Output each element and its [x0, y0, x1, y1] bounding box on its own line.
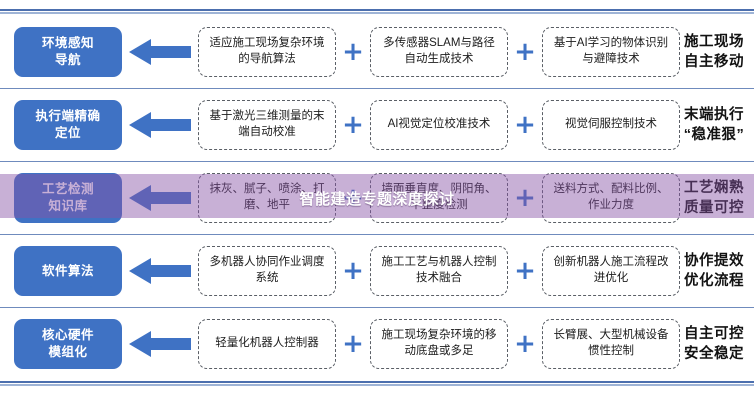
capability-label-line2: 导航 — [54, 53, 81, 67]
plus-icon: + — [342, 37, 364, 67]
plus-icon: + — [514, 183, 536, 213]
capability-label-line2: 知识库 — [48, 199, 88, 213]
capability-label-line2: 定位 — [54, 126, 81, 140]
outcome-line1: 施工现场 — [684, 34, 744, 50]
outcome-line1: 协作提效 — [684, 253, 744, 269]
plus-icon: + — [514, 329, 536, 359]
plus-icon: + — [342, 110, 364, 140]
outcome-line2: 安全稳定 — [684, 346, 744, 362]
technology-box[interactable]: 施工工艺与机器人控制技术融合 — [370, 246, 508, 296]
technology-box[interactable]: 送料方式、配料比例、作业力度 — [542, 173, 680, 223]
outcome-label: 协作提效 优化流程 — [680, 251, 748, 291]
matrix-row: 软件算法 多机器人协同作业调度系统 + 施工工艺与机器人控制技术融合 + 创新机… — [0, 235, 754, 307]
plus-icon: + — [514, 256, 536, 286]
capability-label-line1: 工艺检测 — [41, 182, 94, 197]
plus-icon: + — [514, 37, 536, 67]
technology-box[interactable]: 基于激光三维测量的末端自动校准 — [198, 100, 336, 150]
outcome-line1: 工艺娴熟 — [684, 180, 744, 196]
outcome-label: 末端执行 “稳准狠” — [680, 105, 748, 145]
outcome-line1: 末端执行 — [684, 107, 744, 123]
capability-capsule[interactable]: 环境感知 导航 — [14, 27, 122, 77]
matrix-row: 环境感知 导航 适应施工现场复杂环境的导航算法 + 多传感器SLAM与路径自动生… — [0, 16, 754, 88]
arrow-cell — [122, 329, 198, 359]
outcome-line1: 自主可控 — [684, 326, 744, 342]
row-separator — [0, 88, 754, 89]
plus-icon: + — [342, 329, 364, 359]
capability-capsule[interactable]: 核心硬件 模组化 — [14, 319, 122, 369]
arrow-cell — [122, 110, 198, 140]
technology-box[interactable]: 施工现场复杂环境的移动底盘或多足 — [370, 319, 508, 369]
capability-capsule[interactable]: 工艺检测 知识库 — [14, 173, 122, 223]
technology-box[interactable]: 长臂展、大型机械设备惯性控制 — [542, 319, 680, 369]
technology-box[interactable]: 视觉伺服控制技术 — [542, 100, 680, 150]
matrix-row-highlighted: 工艺检测 知识库 抹灰、腻子、喷涂、打磨、地平 + 墙面垂直度、阴阳角、平整度检… — [0, 162, 754, 234]
technology-box[interactable]: 抹灰、腻子、喷涂、打磨、地平 — [198, 173, 336, 223]
technology-box[interactable]: 轻量化机器人控制器 — [198, 319, 336, 369]
arrow-cell — [122, 183, 198, 213]
left-arrow-icon — [129, 112, 191, 138]
plus-icon: + — [514, 110, 536, 140]
technology-box[interactable]: 多传感器SLAM与路径自动生成技术 — [370, 27, 508, 77]
top-border-rule — [0, 9, 754, 14]
capability-label-line1: 软件算法 — [41, 263, 94, 278]
technology-box[interactable]: 创新机器人施工流程改进优化 — [542, 246, 680, 296]
technology-box[interactable]: 基于AI学习的物体识别与避障技术 — [542, 27, 680, 77]
row-separator — [0, 307, 754, 308]
bottom-border-rule — [0, 381, 754, 386]
technology-box[interactable]: 墙面垂直度、阴阳角、平整度检测 — [370, 173, 508, 223]
row-separator — [0, 161, 754, 162]
capability-matrix: 环境感知 导航 适应施工现场复杂环境的导航算法 + 多传感器SLAM与路径自动生… — [0, 16, 754, 380]
plus-icon: + — [342, 256, 364, 286]
capability-label-line1: 核心硬件 — [41, 328, 94, 343]
matrix-row: 执行端精确 定位 基于激光三维测量的末端自动校准 + AI视觉定位校准技术 + … — [0, 89, 754, 161]
capability-capsule[interactable]: 执行端精确 定位 — [14, 100, 122, 150]
outcome-line2: 自主移动 — [684, 54, 744, 70]
left-arrow-icon — [129, 258, 191, 284]
technology-box[interactable]: AI视觉定位校准技术 — [370, 100, 508, 150]
capability-label-line2: 模组化 — [48, 345, 88, 359]
arrow-cell — [122, 256, 198, 286]
outcome-line2: 优化流程 — [684, 273, 744, 289]
outcome-label: 施工现场 自主移动 — [680, 32, 748, 72]
left-arrow-icon — [129, 185, 191, 211]
left-arrow-icon — [129, 39, 191, 65]
outcome-line2: “稳准狠” — [683, 127, 745, 143]
capability-label-line1: 环境感知 — [41, 36, 94, 51]
left-arrow-icon — [129, 331, 191, 357]
technology-box[interactable]: 适应施工现场复杂环境的导航算法 — [198, 27, 336, 77]
capability-capsule[interactable]: 软件算法 — [14, 246, 122, 296]
row-separator — [0, 234, 754, 235]
capability-label-line1: 执行端精确 — [35, 109, 101, 124]
matrix-row: 核心硬件 模组化 轻量化机器人控制器 + 施工现场复杂环境的移动底盘或多足 + … — [0, 308, 754, 380]
outcome-label: 自主可控 安全稳定 — [680, 324, 748, 364]
outcome-line2: 质量可控 — [684, 200, 744, 216]
technology-box[interactable]: 多机器人协同作业调度系统 — [198, 246, 336, 296]
outcome-label: 工艺娴熟 质量可控 — [680, 178, 748, 218]
plus-icon: + — [342, 183, 364, 213]
arrow-cell — [122, 37, 198, 67]
